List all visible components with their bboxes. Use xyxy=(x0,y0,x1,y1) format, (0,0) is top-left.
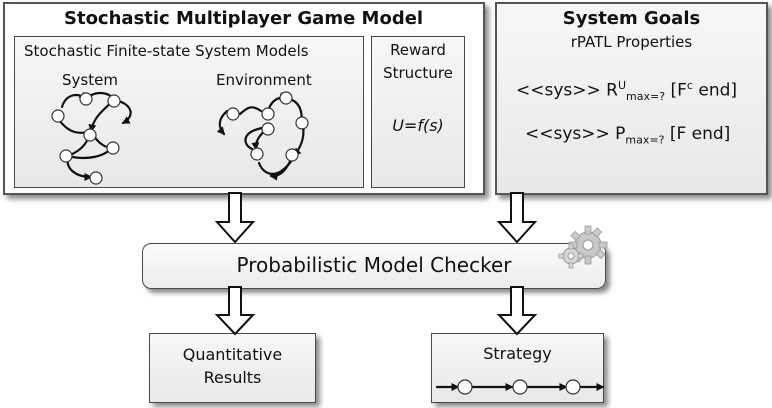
reward-title-line2: Structure xyxy=(383,64,453,82)
quantitative-results-line2: Results xyxy=(203,368,262,387)
property-reward-suffix-superscript: c xyxy=(686,79,693,92)
reward-structure-panel xyxy=(371,36,465,188)
system-goals-subtitle: rPATL Properties xyxy=(570,33,693,51)
stochastic-game-model-title: Stochastic Multiplayer Game Model xyxy=(64,8,424,29)
system-goals-panel xyxy=(495,2,768,195)
property-reward-prefix: <<sys>> R xyxy=(516,80,618,101)
property-reward-suffix-end: end] xyxy=(692,80,738,101)
property-reward-subscript: max=? xyxy=(626,90,666,104)
quantitative-results-line1: Quantitative xyxy=(182,345,283,364)
arrow-checker-to-results xyxy=(214,286,256,336)
strategy-label: Strategy xyxy=(483,344,552,363)
finite-state-models-title: Stochastic Finite-state System Models xyxy=(24,42,309,60)
probabilistic-model-checker-label: Probabilistic Model Checker xyxy=(236,253,512,277)
property-probability-suffix: [F end] xyxy=(664,124,731,144)
arrow-model-to-checker xyxy=(214,192,256,244)
property-reward-suffix-start: [F xyxy=(665,80,687,101)
rpatl-property-probability: <<sys>> Pmax=? [F end] xyxy=(525,124,730,146)
reward-formula: U=f(s) xyxy=(392,116,444,135)
arrow-checker-to-strategy xyxy=(496,286,538,336)
property-reward-superscript: U xyxy=(617,79,627,92)
probabilistic-model-checker-box xyxy=(142,243,606,289)
environment-label: Environment xyxy=(216,71,312,89)
rpatl-property-reward: <<sys>> RUmax=? [Fc end] xyxy=(516,79,737,103)
system-label: System xyxy=(62,71,118,89)
system-goals-title: System Goals xyxy=(562,8,701,29)
property-probability-subscript: max=? xyxy=(625,133,665,147)
quantitative-results-box xyxy=(149,333,316,403)
reward-title-line1: Reward xyxy=(390,41,446,59)
arrow-goals-to-checker xyxy=(496,192,538,244)
property-probability-prefix: <<sys>> P xyxy=(525,124,626,144)
